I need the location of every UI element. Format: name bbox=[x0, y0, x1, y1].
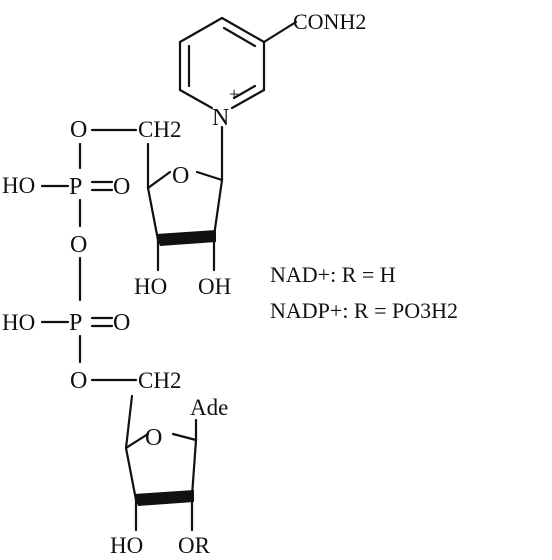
ring-bond bbox=[220, 16, 266, 44]
ring-oxygen-bottom: O bbox=[145, 425, 162, 451]
ribose-bottom: CH2 O Ade HO OR bbox=[110, 368, 228, 558]
double-bond-oxygen-upper: O bbox=[113, 174, 130, 200]
ch2-label-top: CH2 bbox=[138, 117, 181, 142]
ch2-label-bottom: CH2 bbox=[138, 368, 181, 393]
ring-bond bbox=[178, 16, 224, 44]
legend-molecule-nad: NAD+ bbox=[270, 262, 330, 287]
ch2-bond bbox=[124, 394, 134, 450]
hydroxyl-left-bottom: HO bbox=[110, 533, 143, 558]
phosphorus-lower: P bbox=[69, 310, 82, 336]
legend-definition-nadp: : R = PO3H2 bbox=[342, 298, 458, 323]
ring-bond bbox=[124, 446, 138, 502]
phosphate-upper: O HO P O bbox=[2, 117, 138, 228]
bridge-oxygen-bottom: O bbox=[70, 368, 87, 394]
carboxamide-bond bbox=[262, 20, 298, 44]
hydroxyl-right-top: OH bbox=[198, 274, 231, 299]
ring-bond bbox=[212, 178, 224, 238]
ring-bond bbox=[124, 432, 150, 450]
ring-bond bbox=[171, 432, 198, 442]
phosphate-hydroxyl-upper: HO bbox=[2, 173, 35, 198]
phosphorus-upper: P bbox=[69, 174, 82, 200]
positive-charge: + bbox=[229, 84, 239, 104]
ring-bond bbox=[195, 170, 224, 182]
phosphate-hydroxyl-lower: HO bbox=[2, 310, 35, 335]
adenine-label: Ade bbox=[190, 395, 228, 420]
bridge-oxygen-top: O bbox=[70, 117, 87, 143]
pyrophosphate-bridge-oxygen: O bbox=[70, 232, 87, 258]
ring-bond bbox=[146, 186, 160, 242]
ring-nitrogen-label: N bbox=[212, 105, 229, 131]
hydroxyl-left-top: HO bbox=[134, 274, 167, 299]
ring-bold-bond bbox=[134, 490, 194, 506]
pyridinium-ring: CONH2 N + bbox=[178, 9, 366, 131]
ring-bond bbox=[146, 170, 172, 190]
ring-oxygen-top: O bbox=[172, 163, 189, 189]
legend-row-nad: NAD+: R = H bbox=[270, 262, 396, 287]
carboxamide-label: CONH2 bbox=[293, 9, 366, 34]
legend-definition-nad: : R = H bbox=[330, 262, 396, 287]
ring-double-bond bbox=[232, 84, 257, 100]
or-substituent: OR bbox=[178, 533, 211, 558]
ribose-top: CH2 O HO OH bbox=[134, 117, 231, 299]
ring-bond bbox=[178, 88, 214, 110]
legend-molecule-nadp: NADP+ bbox=[270, 298, 342, 323]
ring-double-bond bbox=[222, 26, 257, 48]
double-bond-oxygen-lower: O bbox=[113, 310, 130, 336]
ring-bond bbox=[190, 438, 198, 498]
legend-row-nadp: NADP+: R = PO3H2 bbox=[270, 298, 458, 323]
ring-bond bbox=[230, 88, 266, 110]
legend: NAD+: R = H NADP+: R = PO3H2 bbox=[270, 262, 458, 323]
phosphate-lower: HO P O O bbox=[2, 310, 138, 394]
ring-bold-bond bbox=[156, 230, 216, 246]
